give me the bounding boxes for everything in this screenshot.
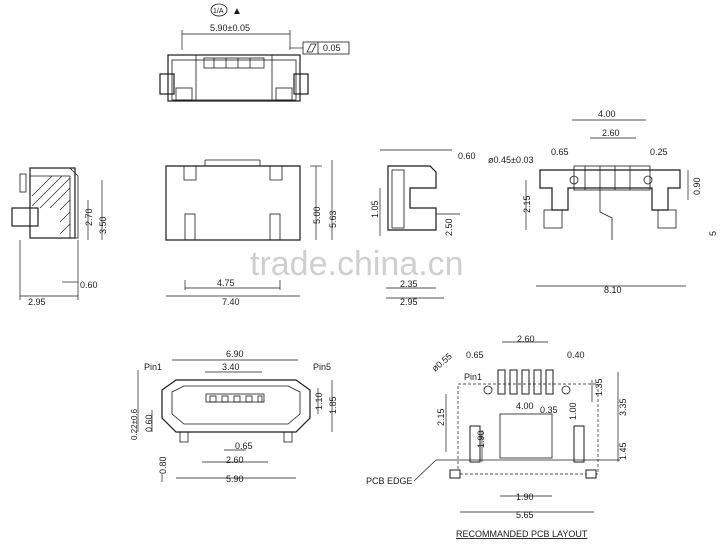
pcb-dim-0-65: 0.65 bbox=[466, 350, 484, 360]
front-dim-7-40: 7.40 bbox=[222, 297, 240, 307]
pcb-dim-5-65: 5.65 bbox=[516, 510, 534, 520]
mf-dim-0-60: 0.60 bbox=[144, 414, 154, 432]
mating-face-view: 6.90 3.40 Pin1 Pin5 1.10 1.85 0.22±0.6 0… bbox=[130, 349, 338, 484]
left-dim-3-50: 3.50 bbox=[98, 216, 108, 234]
left-side-view: 2.95 0.60 2.70 3.50 bbox=[11, 167, 108, 307]
flatness-tol: 0.05 bbox=[323, 43, 341, 53]
section-hatch bbox=[31, 175, 71, 235]
pcb-layout: 2.60 0.65 0.40 ø0.55 Pin1 4.00 0.35 1.90… bbox=[366, 334, 628, 539]
pcb-dim-1-90-h: 1.90 bbox=[516, 492, 534, 502]
rtop-dim-hole: ø0.45±0.03 bbox=[488, 155, 533, 165]
rtop-dim-2-60: 2.60 bbox=[602, 128, 620, 138]
pcb-dim-hole: ø0.55 bbox=[430, 351, 454, 373]
datum-marker: ▲ bbox=[232, 6, 242, 17]
pcb-dim-2-15: 2.15 bbox=[436, 408, 446, 426]
pcb-dim-0-35: 0.35 bbox=[540, 405, 558, 415]
pcb-dim-1-00: 1.00 bbox=[568, 402, 578, 420]
pcb-dim-2-60: 2.60 bbox=[517, 334, 535, 344]
datum-header: 1/A ▲ bbox=[210, 3, 242, 17]
rtop-dim-4-00: 4.00 bbox=[598, 109, 616, 119]
pcb-dim-0-40: 0.40 bbox=[567, 350, 585, 360]
mf-pin1: Pin1 bbox=[144, 362, 162, 372]
mf-dim-0-22: 0.22±0.6 bbox=[130, 408, 139, 440]
rtop-dim-0-25: 0.25 bbox=[650, 147, 668, 157]
right-side-view: 0.60 1.05 2.50 2.35 2.95 bbox=[370, 149, 476, 307]
pcb-caption: RECOMMANDED PCB LAYOUT bbox=[456, 529, 588, 539]
rside-dim-2-35: 2.35 bbox=[400, 279, 418, 289]
mf-dim-1-10: 1.10 bbox=[314, 392, 324, 410]
mf-dim-3-40: 3.40 bbox=[222, 362, 240, 372]
mf-dim-0-65: 0.65 bbox=[235, 441, 253, 451]
front-dim-5-00: 5.00 bbox=[312, 206, 322, 224]
left-dim-2-70: 2.70 bbox=[84, 208, 94, 226]
rside-dim-2-50: 2.50 bbox=[444, 218, 454, 236]
watermark: trade.china.cn bbox=[250, 245, 464, 283]
rtop-dim-0-90: 0.90 bbox=[692, 177, 702, 195]
rside-dim-1-05: 1.05 bbox=[370, 200, 380, 218]
mf-dim-0-80: 0.80 bbox=[158, 456, 168, 474]
pcb-edge-label: PCB EDGE bbox=[366, 476, 413, 486]
pcb-dim-1-45: 1.45 bbox=[618, 442, 628, 460]
front-view: 4.75 7.40 5.00 5.63 bbox=[165, 159, 338, 307]
datum-label: 1/A bbox=[213, 8, 224, 15]
mf-dim-1-85: 1.85 bbox=[328, 396, 338, 414]
pcb-pin1: Pin1 bbox=[464, 372, 482, 382]
left-dim-0-60: 0.60 bbox=[80, 280, 98, 290]
mf-dim-2-60: 2.60 bbox=[226, 455, 244, 465]
mf-dim-5-90: 5.90 bbox=[226, 474, 244, 484]
mf-pin5: Pin5 bbox=[313, 362, 331, 372]
top-width-dim: 5.90±0.05 bbox=[210, 23, 250, 33]
rtop-dim-2-15: 2.15 bbox=[522, 195, 532, 213]
pcb-dim-4-00: 4.00 bbox=[516, 401, 534, 411]
left-dim-2-95: 2.95 bbox=[28, 297, 46, 307]
rside-dim-2-95: 2.95 bbox=[400, 297, 418, 307]
front-dim-5-63: 5.63 bbox=[328, 210, 338, 228]
mf-dim-6-90: 6.90 bbox=[226, 349, 244, 359]
rtop-dim-0-65: 0.65 bbox=[551, 147, 569, 157]
rtop-dim-5: 5 bbox=[708, 231, 718, 236]
rside-dim-0-60: 0.60 bbox=[458, 151, 476, 161]
pcb-dim-3-35: 3.35 bbox=[618, 398, 628, 416]
front-dim-4-75: 4.75 bbox=[217, 278, 235, 288]
pcb-dim-1-90-v: 1.90 bbox=[476, 430, 486, 448]
top-view: 5.90±0.05 0.05 bbox=[159, 23, 350, 102]
rtop-dim-8-10: 8.10 bbox=[604, 285, 622, 295]
pcb-dim-1-35: 1.35 bbox=[594, 378, 604, 396]
right-top-view: 4.00 2.60 0.65 0.25 ø0.45±0.03 2.15 0.90… bbox=[488, 109, 718, 295]
